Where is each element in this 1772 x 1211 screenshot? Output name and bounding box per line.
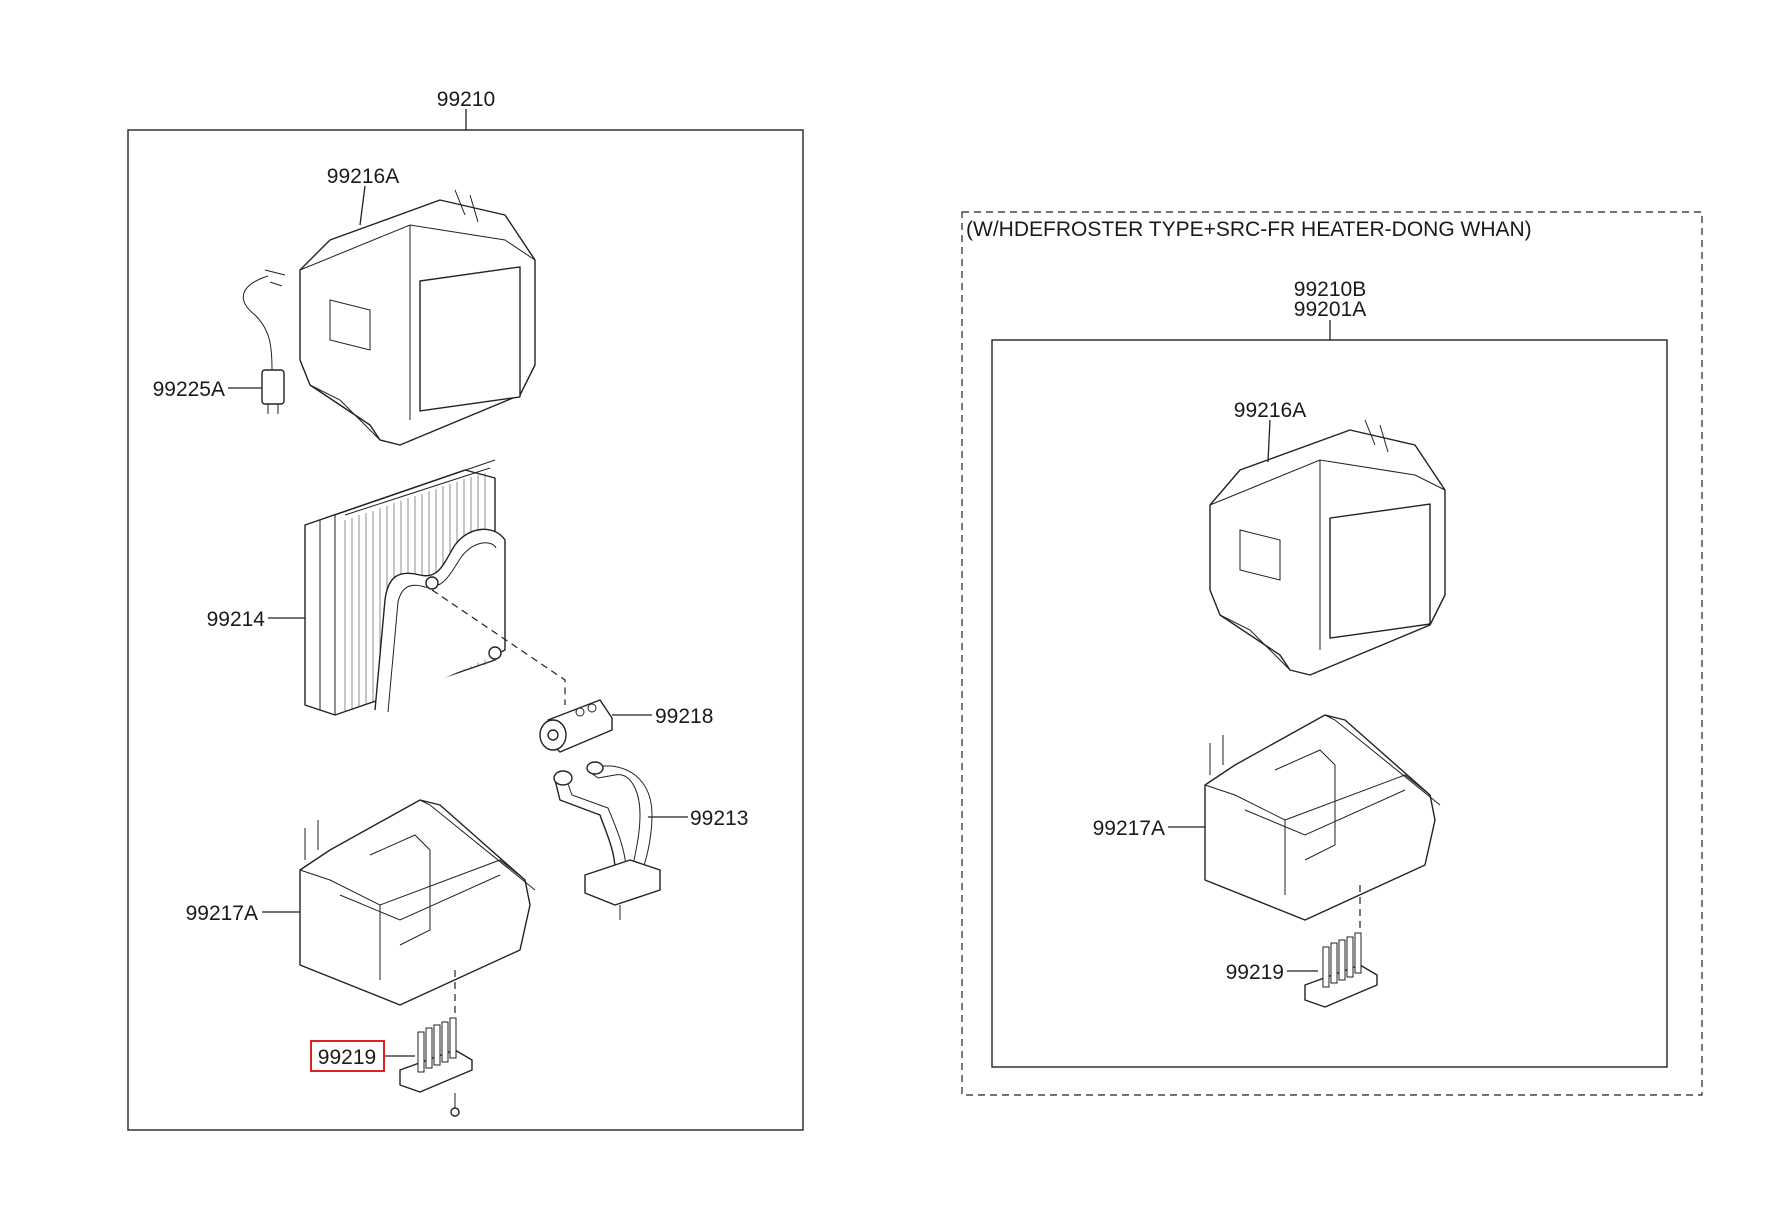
blower-resistor-right[interactable]	[1304, 932, 1378, 1008]
label-99217A-right[interactable]: 99217A	[1093, 817, 1165, 840]
label-99219-right[interactable]: 99219	[1226, 961, 1284, 984]
evaporator-core[interactable]	[304, 459, 506, 716]
upper-case-left[interactable]	[299, 189, 536, 446]
lower-case-right[interactable]	[1204, 714, 1441, 921]
blower-resistor-left[interactable]	[399, 1017, 473, 1117]
label-99210B[interactable]: 99210B	[1294, 278, 1366, 301]
label-99218[interactable]: 99218	[655, 705, 713, 728]
lower-case-left[interactable]	[299, 799, 536, 1006]
expansion-valve[interactable]	[539, 699, 613, 753]
label-99219-left[interactable]: 99219	[318, 1046, 376, 1069]
label-99201A[interactable]: 99201A	[1294, 298, 1366, 321]
label-99210[interactable]: 99210	[437, 88, 495, 111]
refrigerant-pipe[interactable]	[553, 761, 661, 920]
temperature-sensor[interactable]	[242, 269, 286, 414]
label-99216A-right[interactable]: 99216A	[1234, 399, 1306, 422]
main-assembly-frame	[127, 109, 804, 1131]
variant-dashed-frame	[961, 211, 1703, 1096]
label-99213[interactable]: 99213	[690, 807, 748, 830]
upper-case-right[interactable]	[1209, 419, 1446, 676]
label-99216A-left[interactable]: 99216A	[327, 165, 399, 188]
label-99225A[interactable]: 99225A	[153, 378, 225, 401]
label-99214[interactable]: 99214	[207, 608, 266, 631]
variant-title: (W/HDEFROSTER TYPE+SRC-FR HEATER-DONG WH…	[966, 218, 1532, 241]
label-99217A-left[interactable]: 99217A	[186, 902, 258, 925]
highlight-box-99219	[310, 1040, 385, 1072]
